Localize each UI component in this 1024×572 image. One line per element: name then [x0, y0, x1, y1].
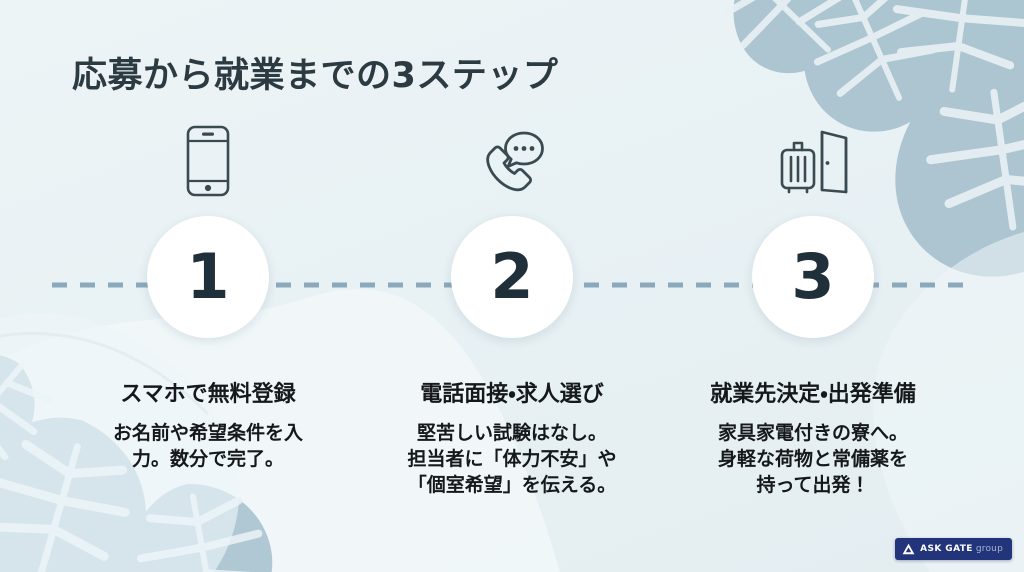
step-item-2: 2 電話面接・求人選び 堅苦しい試験はなし。 担当者に「体力不安」や 「個室希望… [362, 120, 662, 499]
logo-main-text: ASK GATE [920, 544, 973, 554]
step-body-line: お名前や希望条件を入 [112, 422, 303, 444]
page-title: 応募から就業までの3ステップ [72, 56, 559, 96]
step-number-2: 2 [490, 240, 534, 313]
step-number-circle-1: 1 [147, 216, 269, 338]
logo-sub-text: group [975, 544, 1003, 554]
triangle-mountain-icon [902, 543, 915, 555]
step-body-line: 堅苦しい試験はなし。 [416, 422, 607, 444]
step-item-1: 1 スマホで無料登録 お名前や希望条件を入 力。数分で完了。 [58, 120, 358, 472]
step-body-line: 「個室希望」を伝える。 [407, 474, 617, 497]
step-number-1: 1 [186, 240, 230, 313]
phone-chat-icon [476, 120, 548, 202]
step-body-line: 身軽な荷物と常備薬を [717, 448, 908, 471]
brand-logo-badge[interactable]: ASK GATE group [895, 538, 1012, 560]
step-heading-2: 電話面接・求人選び [420, 382, 604, 407]
step-heading-3: 就業先決定・出発準備 [710, 382, 916, 407]
step-body-line: 家具家電付きの寮へ。 [717, 422, 908, 444]
step-body-line: 持って出発！ [756, 474, 870, 497]
step-body-1: お名前や希望条件を入 力。数分で完了。 [78, 420, 338, 472]
step-number-circle-3: 3 [752, 216, 874, 338]
logo-text: ASK GATE group [920, 544, 1003, 554]
step-heading-1: スマホで無料登録 [120, 382, 296, 407]
step-body-3: 家具家電付きの寮へ。 身軽な荷物と常備薬を 持って出発！ [683, 420, 943, 499]
step-body-2: 堅苦しい試験はなし。 担当者に「体力不安」や 「個室希望」を伝える。 [382, 420, 642, 499]
step-item-3: 3 就業先決定・出発準備 家具家電付きの寮へ。 身軽な荷物と常備薬を 持って出発… [663, 120, 963, 499]
suitcase-door-icon [772, 120, 854, 202]
step-number-circle-2: 2 [451, 216, 573, 338]
step-number-3: 3 [791, 240, 835, 313]
smartphone-icon [185, 120, 231, 202]
step-body-line: 担当者に「体力不安」や [407, 448, 617, 471]
step-body-line: 力。数分で完了。 [131, 448, 284, 471]
